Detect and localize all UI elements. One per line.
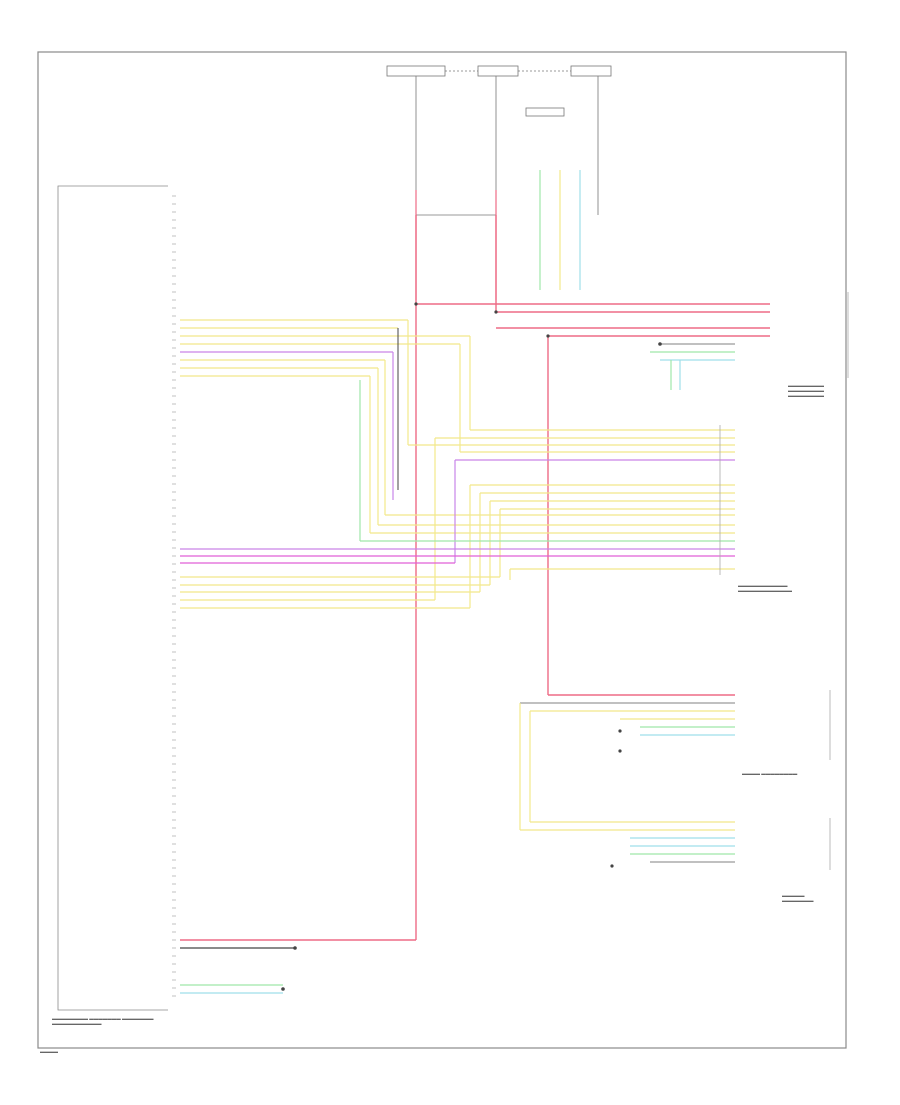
right-control-block-wires xyxy=(180,380,735,609)
bottom-left-wires xyxy=(180,947,295,994)
top-fuse-blocks xyxy=(386,65,612,216)
fuse-block-1 xyxy=(386,65,446,77)
terminal-dots xyxy=(281,302,662,991)
lower-right-wires xyxy=(519,343,735,863)
fuse-box xyxy=(525,107,565,117)
module-label-right-mid: ▬▬▬▬▬▬▬▬▬▬▬ ▬▬▬▬▬▬▬▬▬▬▬▬ xyxy=(738,583,792,593)
diagram-frame xyxy=(37,51,847,1049)
vertical-harness-wires xyxy=(415,170,581,300)
module-label-bottom-right: ▬▬▬▬▬ ▬▬▬▬▬▬▬ xyxy=(782,893,814,903)
module-brackets xyxy=(719,292,849,870)
module-label-transmission-control: ▬▬▬▬▬▬▬▬ ▬▬▬▬▬▬▬ ▬▬▬▬▬▬▬ ▬▬▬▬▬▬▬▬▬▬▬ xyxy=(52,1016,154,1026)
module-label-right-top: ▬▬▬▬▬▬▬▬ ▬▬▬▬▬▬▬▬ ▬▬▬▬▬▬▬▬ xyxy=(788,383,824,398)
left-group-1-wires xyxy=(180,319,735,534)
fuse-block-2 xyxy=(477,65,519,77)
module-label-seat: ▬▬▬▬ ▬▬▬▬▬▬▬▬ xyxy=(742,771,798,776)
transmission-control-module-outline xyxy=(57,185,168,1011)
module-pin-ticks xyxy=(172,195,176,997)
figure-label: ▬▬▬▬ xyxy=(40,1049,58,1054)
fuse-block-3 xyxy=(570,65,612,77)
